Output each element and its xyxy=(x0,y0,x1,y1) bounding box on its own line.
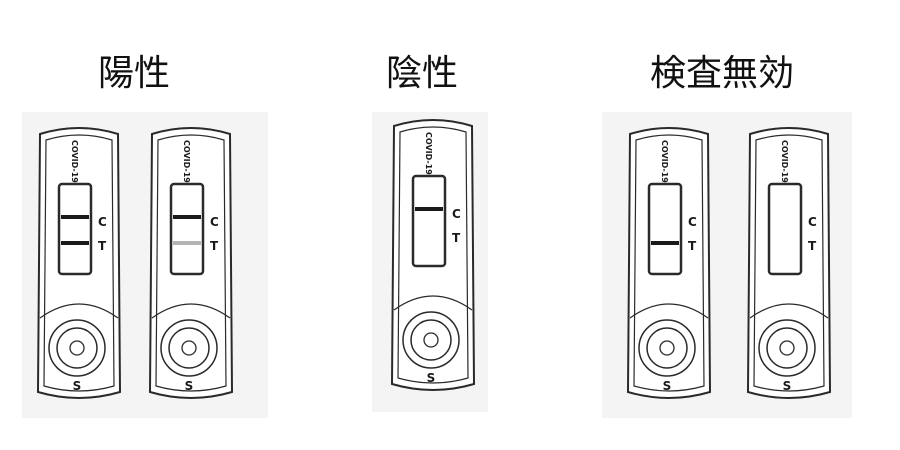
sample-well-outer xyxy=(758,319,816,377)
test-line xyxy=(173,241,201,245)
cassette-inner-frame xyxy=(43,134,115,392)
result-window xyxy=(411,174,447,268)
cassette-brand-label: COVID-19 xyxy=(660,140,669,183)
sample-well-middle xyxy=(646,327,688,369)
sample-well-icon xyxy=(181,340,197,356)
positive-title: 陽性 xyxy=(98,53,171,94)
cassette-brand-label: COVID-19 xyxy=(182,140,191,183)
control-line xyxy=(415,207,443,211)
test-letter: T xyxy=(98,239,107,253)
sample-well-icon xyxy=(779,340,795,356)
test-line xyxy=(61,241,89,245)
sample-well-icon xyxy=(659,340,675,356)
control-letter: C xyxy=(98,215,107,229)
sample-well-outer xyxy=(160,319,218,377)
test-letter: T xyxy=(688,239,697,253)
sample-area-curve xyxy=(749,303,829,319)
sample-letter: S xyxy=(783,379,792,393)
control-letter: C xyxy=(452,207,461,221)
cassette-brand-label: COVID-19 xyxy=(780,140,789,183)
result-window xyxy=(169,182,205,276)
cassette-brand-label: COVID-19 xyxy=(70,140,79,183)
cassette-inner-frame xyxy=(397,126,469,384)
sample-letter: S xyxy=(73,379,82,393)
sample-letter: S xyxy=(185,379,194,393)
cassette-inner-frame xyxy=(633,134,705,392)
sample-area-curve xyxy=(629,303,709,319)
sample-well-icon xyxy=(69,340,85,356)
test-letter: T xyxy=(210,239,219,253)
sample-area-curve xyxy=(393,295,473,311)
cassette-brand-label: COVID-19 xyxy=(424,132,433,175)
sample-well-icon xyxy=(423,332,439,348)
result-window xyxy=(767,182,803,276)
sample-area-curve xyxy=(39,303,119,319)
control-line xyxy=(173,215,201,219)
control-letter: C xyxy=(210,215,219,229)
result-window xyxy=(57,182,93,276)
sample-letter: S xyxy=(427,371,436,385)
sample-well-middle xyxy=(410,319,452,361)
test-letter: T xyxy=(452,231,461,245)
cassette-inner-frame xyxy=(155,134,227,392)
sample-well-middle xyxy=(766,327,808,369)
sample-well-middle xyxy=(168,327,210,369)
test-line xyxy=(651,241,679,245)
sample-area-curve xyxy=(151,303,231,319)
sample-well-outer xyxy=(402,311,460,369)
invalid-title: 検査無効 xyxy=(650,53,795,94)
sample-letter: S xyxy=(663,379,672,393)
sample-well-middle xyxy=(56,327,98,369)
sample-well-outer xyxy=(638,319,696,377)
sample-well-outer xyxy=(48,319,106,377)
result-window xyxy=(647,182,683,276)
test-letter: T xyxy=(808,239,817,253)
control-line xyxy=(61,215,89,219)
negative-title: 陰性 xyxy=(386,53,459,94)
control-letter: C xyxy=(808,215,817,229)
cassette-inner-frame xyxy=(753,134,825,392)
control-letter: C xyxy=(688,215,697,229)
